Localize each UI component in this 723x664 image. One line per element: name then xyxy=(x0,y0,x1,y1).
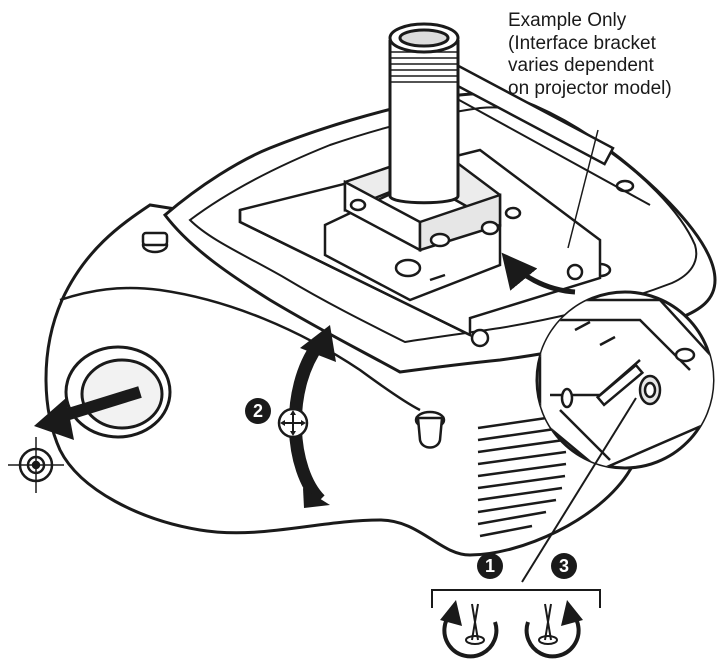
screw-step-bracket xyxy=(431,589,601,608)
lens-shift-arrow xyxy=(34,386,142,440)
callout-pointer-arrow xyxy=(501,252,576,295)
zoom-callout xyxy=(535,290,715,470)
step-1-number: 1 xyxy=(485,556,495,576)
step-2-number: 2 xyxy=(253,401,263,421)
caption-line-1: Example Only xyxy=(508,10,627,31)
step-3-badge: 3 xyxy=(551,553,577,579)
step-2-badge: 2 xyxy=(245,398,271,424)
callout-caption: Example Only (Interface bracket varies d… xyxy=(508,10,718,100)
vent-grille xyxy=(477,414,567,538)
screw-leader-line xyxy=(521,397,637,583)
lens xyxy=(64,345,172,439)
clockwise-screw-icon xyxy=(524,600,583,659)
caption-line-3: varies dependent xyxy=(508,55,654,76)
caption-leader-line xyxy=(567,129,599,249)
mounting-pipe xyxy=(388,22,460,205)
step-1-badge: 1 xyxy=(477,553,503,579)
counterclockwise-screw-icon xyxy=(440,600,499,659)
four-way-arrow-icon xyxy=(277,407,309,439)
caption-line-2: (Interface bracket xyxy=(508,32,656,54)
crosshair-target-icon xyxy=(8,437,64,493)
step-3-number: 3 xyxy=(559,556,569,576)
caption-line-4: on projector model) xyxy=(508,77,672,99)
interface-bracket xyxy=(323,148,522,302)
